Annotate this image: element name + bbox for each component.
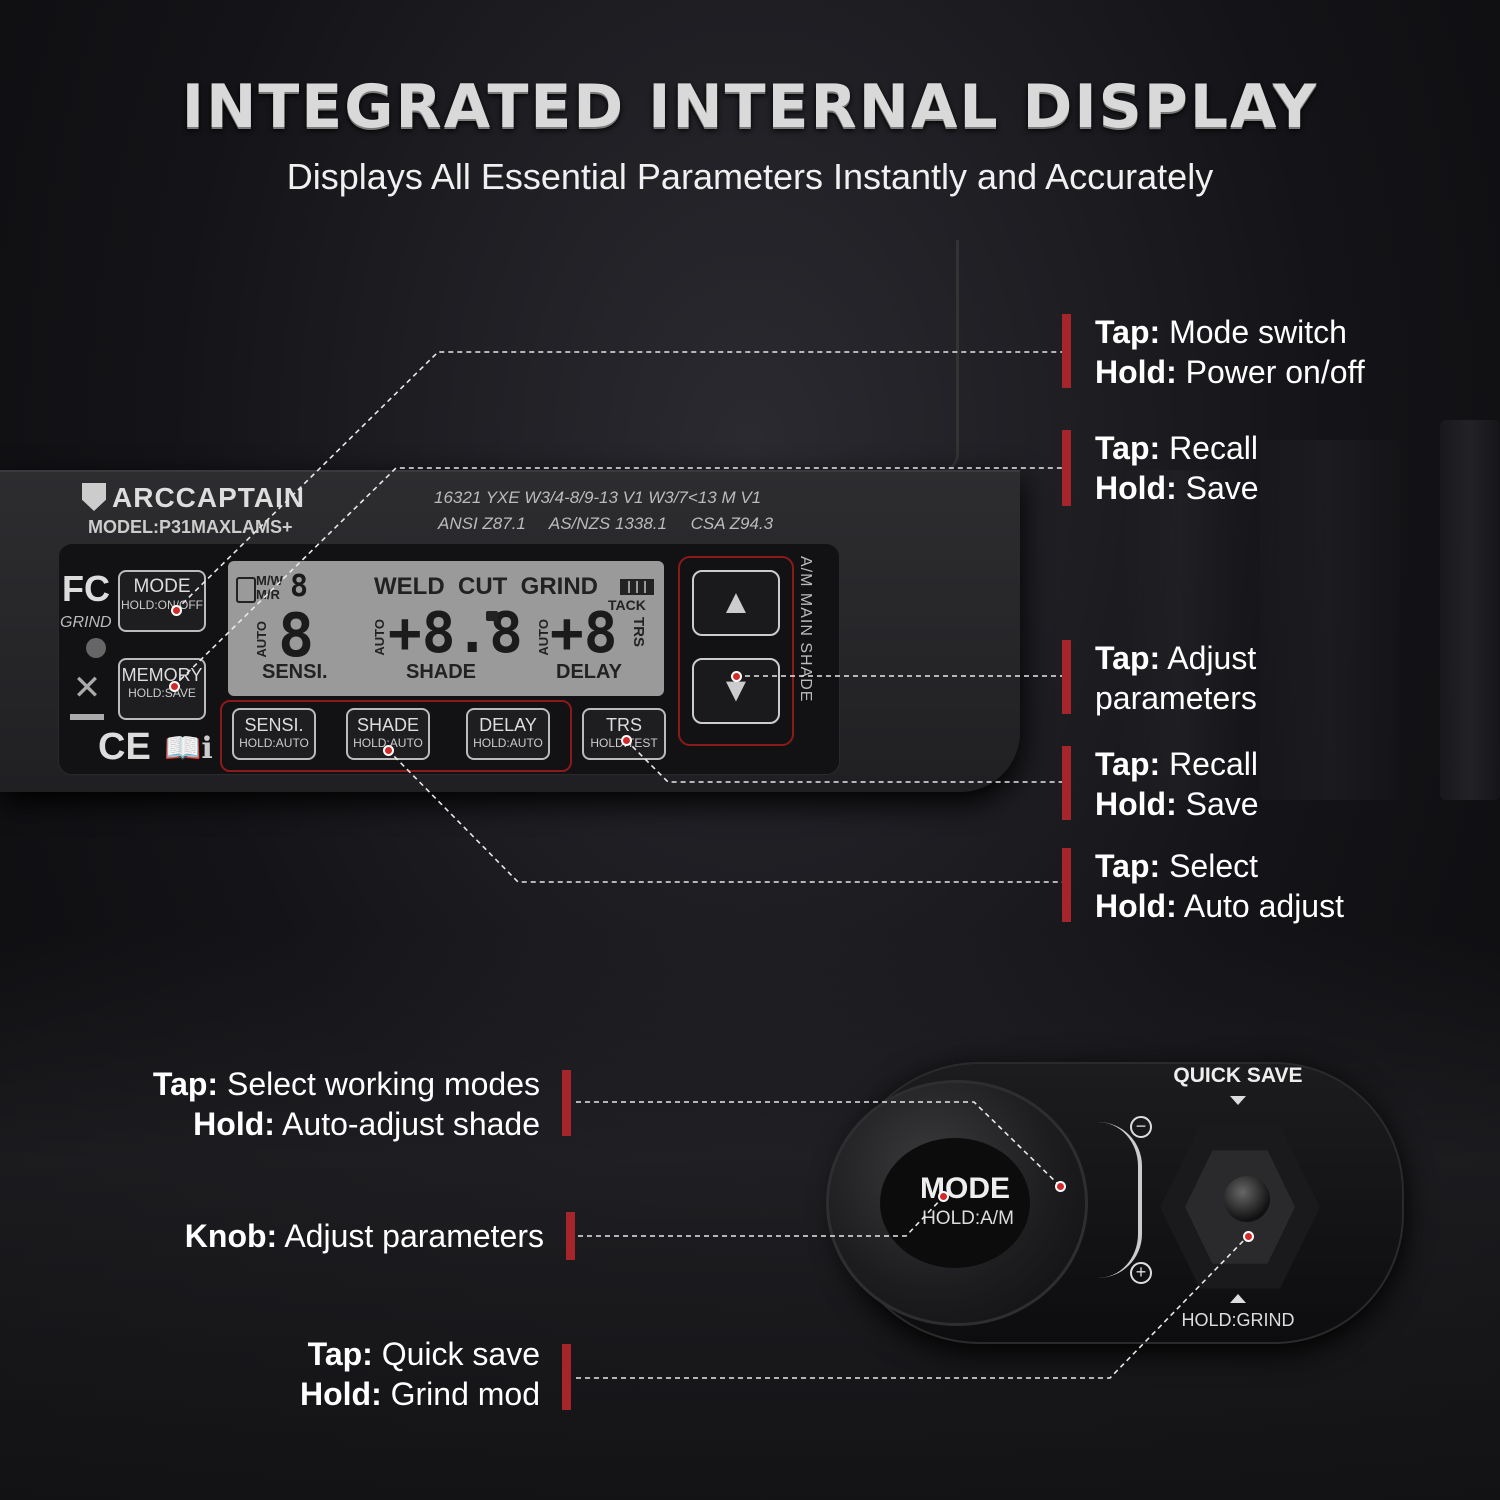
arrow-button-group bbox=[678, 556, 794, 746]
leader-line-trs bbox=[625, 739, 1062, 783]
ce-mark: CE bbox=[98, 726, 151, 768]
leader-line-shade bbox=[387, 749, 1062, 883]
lcd-mr: M/R bbox=[256, 587, 280, 602]
callout-trs: Tap: Recall Hold: Save bbox=[1095, 746, 1259, 822]
weee-bin-icon: ✕ bbox=[72, 669, 102, 707]
delay-button-hold: HOLD:AUTO bbox=[473, 736, 543, 750]
grind-indicator-led bbox=[86, 638, 106, 658]
shade-button-hold: HOLD:AUTO bbox=[353, 736, 423, 750]
knob-center bbox=[880, 1138, 1030, 1268]
mode-button-hold: HOLD:ON/OFF bbox=[120, 598, 203, 612]
delay-button[interactable]: DELAY HOLD:AUTO bbox=[466, 708, 550, 760]
sensi-button-hold: HOLD:AUTO bbox=[239, 736, 309, 750]
callout-arrows: Tap: Adjust parameters bbox=[1095, 640, 1257, 716]
leader-line-knob-tap bbox=[576, 1101, 1061, 1187]
callout-quick-save: Tap: Quick save Hold: Grind mod bbox=[299, 1336, 540, 1412]
brand-name: ARCCAPTAIN bbox=[112, 482, 306, 513]
up-triangle-icon bbox=[1230, 1294, 1246, 1303]
leader-line-mode bbox=[175, 351, 1062, 611]
callout-bar bbox=[562, 1070, 571, 1136]
mode-button[interactable]: MODE HOLD:ON/OFF bbox=[118, 570, 206, 632]
lcd-shade-label: SHADE bbox=[406, 661, 477, 683]
background-pillar bbox=[1440, 420, 1500, 800]
callout-bar bbox=[1062, 314, 1071, 388]
fc-mark: FC bbox=[62, 568, 110, 609]
knob-mode-label: MODE bbox=[920, 1172, 1010, 1205]
certification-line-1: 16321 YXE W3/4-8/9-13 V1 W3/7<13 M V1 bbox=[434, 488, 762, 507]
page-title: INTEGRATED INTERNAL DISPLAY bbox=[181, 72, 1319, 142]
rotation-arc bbox=[1098, 1122, 1142, 1278]
sensi-button[interactable]: SENSI. HOLD:AUTO bbox=[232, 708, 316, 760]
callout-mode: Tap: Mode switch Hold: Power on/off bbox=[1095, 314, 1365, 390]
leader-line-quick-save bbox=[576, 1235, 1249, 1379]
page-subtitle: Displays All Essential Parameters Instan… bbox=[286, 156, 1214, 197]
memory-button-label: MEMORY bbox=[121, 665, 203, 685]
callout-bar bbox=[562, 1344, 571, 1410]
marker-dot bbox=[731, 671, 742, 682]
lcd-sensi-digit: 8 bbox=[278, 601, 315, 671]
lock-icon bbox=[486, 611, 498, 621]
certification-line-2: ANSI Z87.1 AS/NZS 1338.1 CSA Z94.3 bbox=[438, 514, 774, 533]
marker-dot bbox=[171, 605, 182, 616]
sensi-button-label: SENSI. bbox=[244, 715, 304, 735]
delay-button-label: DELAY bbox=[479, 715, 537, 735]
lcd-screen: M/W M/R 8 WELD CUT GRIND TACK AUTO 8 AUT… bbox=[228, 561, 664, 696]
shade-button-label: SHADE bbox=[356, 715, 419, 735]
callout-bar bbox=[1062, 430, 1071, 506]
up-arrow-button[interactable]: ▲ bbox=[692, 570, 780, 636]
marker-dot bbox=[169, 681, 180, 692]
callout-bar bbox=[1062, 848, 1071, 922]
callout-shade: Tap: Select Hold: Auto adjust bbox=[1095, 848, 1344, 924]
marker-dot bbox=[383, 745, 394, 756]
callout-knob: Knob: Adjust parameters bbox=[184, 1218, 544, 1254]
shade-button[interactable]: SHADE HOLD:AUTO bbox=[346, 708, 430, 760]
lcd-modes: WELD CUT GRIND bbox=[374, 573, 598, 600]
up-arrow-icon: ▲ bbox=[719, 583, 753, 621]
battery-icon bbox=[620, 579, 654, 595]
callout-knob-tap: Tap: Select working modes Hold: Auto-adj… bbox=[152, 1066, 540, 1142]
quick-save-label: QUICK SAVE bbox=[1173, 1064, 1303, 1087]
marker-dot bbox=[938, 1191, 949, 1202]
model-number: MODEL:P31MAXLAMS+ bbox=[88, 517, 293, 537]
grind-label: GRIND bbox=[60, 614, 112, 631]
marker-dot bbox=[1055, 1181, 1066, 1192]
marker-dot bbox=[621, 735, 632, 746]
plus-icon: + bbox=[1130, 1262, 1152, 1284]
callout-bar bbox=[1062, 640, 1071, 714]
lcd-delay-digits: +8 bbox=[550, 601, 618, 666]
marker-dot bbox=[1243, 1231, 1254, 1242]
knob-hold-label: HOLD:A/M bbox=[922, 1208, 1014, 1229]
callout-bar bbox=[1062, 746, 1071, 820]
parameter-button-group bbox=[220, 700, 572, 772]
callout-memory: Tap: Recall Hold: Save bbox=[1095, 430, 1259, 506]
lcd-delay-label: DELAY bbox=[556, 661, 622, 683]
down-arrow-button[interactable]: ▼ bbox=[692, 658, 780, 724]
background-pillar bbox=[1120, 470, 1240, 800]
joystick-cap[interactable] bbox=[1224, 1176, 1270, 1222]
leader-line-memory bbox=[173, 467, 1062, 687]
mode-button-label: MODE bbox=[133, 576, 191, 597]
lcd-memory-icon bbox=[236, 577, 256, 603]
leader-line-knob bbox=[578, 1195, 945, 1237]
callout-bar bbox=[566, 1212, 575, 1260]
divider bbox=[70, 714, 104, 720]
trs-button[interactable]: TRS HOLD:TEST bbox=[582, 708, 666, 760]
brand-logo: ARCCAPTAIN bbox=[82, 482, 305, 514]
memory-button[interactable]: MEMORY HOLD:SAVE bbox=[118, 658, 206, 720]
lcd-memory-digit: 8 bbox=[290, 569, 309, 604]
lcd-shade-digits: +8.8 bbox=[388, 601, 523, 666]
lcd-sensi-label: SENSI. bbox=[262, 661, 328, 683]
minus-icon: − bbox=[1130, 1116, 1152, 1138]
lcd-tack: TACK bbox=[608, 597, 646, 613]
trs-button-label: TRS bbox=[606, 715, 642, 735]
lcd-mw: M/W bbox=[256, 573, 283, 588]
manual-info-icon: 📖ℹ bbox=[164, 732, 213, 765]
down-triangle-icon bbox=[1230, 1096, 1246, 1105]
lcd-trs: TRS bbox=[630, 617, 647, 647]
main-shade-label: A/M MAIN SHADE bbox=[797, 556, 814, 703]
hold-grind-label: HOLD:GRIND bbox=[1181, 1310, 1295, 1330]
background-pillar bbox=[1260, 440, 1400, 800]
